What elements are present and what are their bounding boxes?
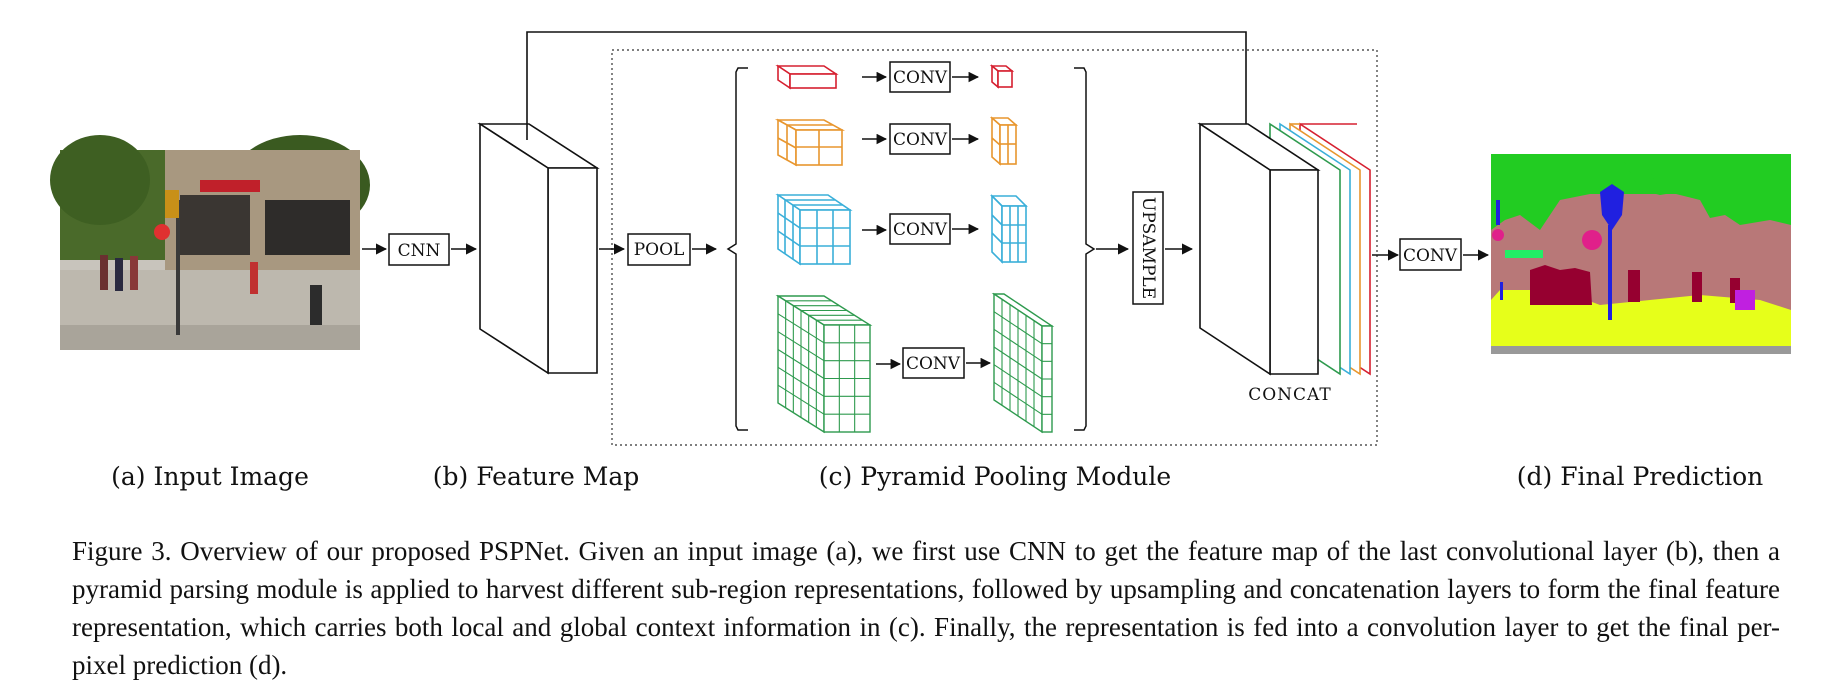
- conv-label-2: CONV: [893, 130, 948, 150]
- pooled-level-3: [775, 193, 853, 266]
- final-conv-box: [1399, 238, 1462, 271]
- reduced-level-4-grid: [993, 299, 1052, 427]
- conv-box-3: [889, 213, 951, 245]
- pooled-level-4-grid: [777, 300, 870, 432]
- pooled-level-2: [774, 118, 846, 167]
- conv-label-1: CONV: [893, 68, 948, 88]
- reduced-level-1: [989, 64, 1015, 89]
- feature-map: [477, 122, 600, 375]
- subcaption-d: (d) Final Prediction: [1517, 462, 1764, 491]
- reduced-level-3: [990, 194, 1028, 264]
- concat-label: CONCAT: [1248, 385, 1332, 405]
- subcaption-c: (c) Pyramid Pooling Module: [819, 462, 1171, 491]
- conv-box-2: [889, 123, 951, 155]
- figure-caption: Figure 3. Overview of our proposed PSPNe…: [72, 536, 1780, 680]
- pooled-level-1: [775, 64, 839, 90]
- upsample-label: UPSAMPLE: [1138, 197, 1158, 299]
- final-conv-label: CONV: [1403, 246, 1458, 266]
- concat-stack: [1197, 122, 1371, 376]
- pspnet-diagram: CNN POOL CONV: [50, 31, 1791, 491]
- upsample-box: [1132, 191, 1164, 305]
- input-image: [50, 135, 370, 350]
- subcaption-a: (a) Input Image: [111, 462, 309, 491]
- cnn-label: CNN: [398, 241, 441, 261]
- cnn-box: [388, 233, 450, 266]
- final-prediction-map: [1491, 154, 1791, 354]
- conv-label-4: CONV: [906, 354, 961, 374]
- right-brace: [1074, 67, 1096, 431]
- conv-box-1: [889, 61, 951, 93]
- reduced-level-4: [991, 292, 1055, 434]
- left-brace: [726, 67, 748, 431]
- pool-box: [627, 233, 691, 266]
- subcaption-b: (b) Feature Map: [433, 462, 639, 491]
- reduced-level-2: [989, 116, 1019, 166]
- conv-label-3: CONV: [893, 220, 948, 240]
- pooled-level-4: [775, 294, 873, 434]
- pool-label: POOL: [634, 240, 685, 260]
- conv-box-4: [902, 347, 965, 379]
- skip-connection-arrow: [526, 31, 1252, 146]
